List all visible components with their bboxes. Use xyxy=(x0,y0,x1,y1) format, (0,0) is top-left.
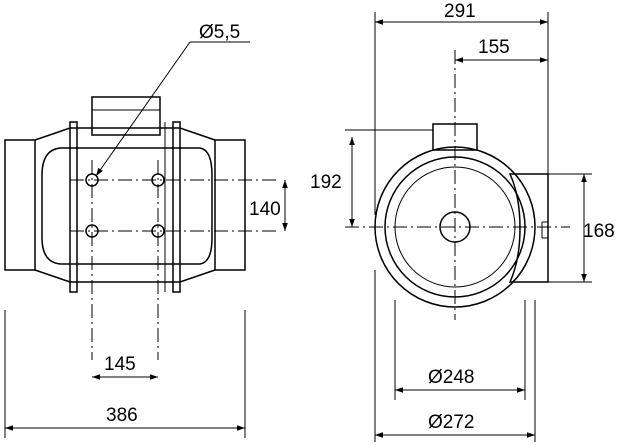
overall-width-label: 291 xyxy=(444,1,476,22)
left-collar xyxy=(4,139,36,271)
center-to-right-label: 155 xyxy=(478,37,510,58)
height-168-label: 168 xyxy=(583,221,615,242)
terminal-box xyxy=(508,173,549,283)
outer-diameter-label: Ø272 xyxy=(428,412,474,433)
hole-spacing-horizontal-label: 145 xyxy=(104,354,136,375)
height-192-label: 192 xyxy=(310,172,342,193)
inner-diameter-label: Ø248 xyxy=(428,367,474,388)
side-view: Ø5,5 140 145 386 xyxy=(4,22,288,438)
junction-box xyxy=(91,96,161,136)
front-view: 291 155 192 168 Ø248 Ø272 xyxy=(310,1,615,442)
hole-diameter-label: Ø5,5 xyxy=(199,22,240,43)
hole-spacing-vertical-label: 140 xyxy=(249,199,281,220)
overall-length-label: 386 xyxy=(106,405,138,426)
right-collar xyxy=(214,139,246,271)
mounting-band-right xyxy=(172,121,181,293)
motor-body xyxy=(41,147,213,265)
